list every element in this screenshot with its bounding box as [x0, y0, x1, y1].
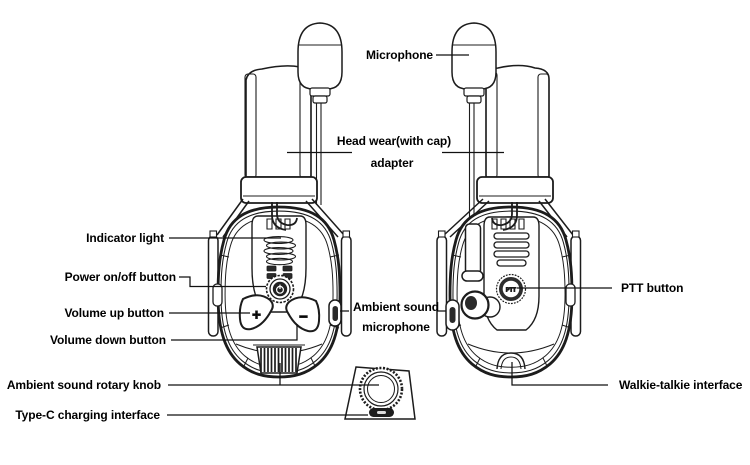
headband-rod-right	[340, 235, 352, 337]
power-button	[265, 274, 295, 304]
right-headset: PTT	[436, 22, 582, 379]
type-c-label: Type-C charging interface	[15, 408, 160, 422]
speaker-grille-pills	[493, 232, 530, 267]
side-tab-right	[565, 283, 576, 307]
indicator-light-coil	[263, 236, 297, 266]
microphone-label: Microphone	[366, 48, 433, 62]
power-icon	[276, 284, 285, 294]
ambient-mic-left-cup	[328, 299, 342, 327]
volume-up-label: Volume up button	[65, 306, 165, 320]
mic-collar-2	[312, 95, 328, 104]
boom-foot	[461, 270, 484, 282]
mic-collar-1	[463, 87, 485, 97]
walkie-label: Walkie-talkie interface	[619, 378, 743, 392]
cup-rim-ticks	[219, 254, 340, 367]
headwear-adapter-right	[485, 64, 550, 178]
microphone-capsule-left	[297, 22, 343, 90]
hanger-hook-right	[491, 202, 518, 231]
head-adapter-label-1: Head wear(with cap)	[337, 134, 451, 148]
power-button-leader	[179, 276, 266, 288]
power-button-label: Power on/off button	[65, 270, 176, 284]
rod-cap-left	[437, 230, 446, 238]
ambient-mic-label-2: microphone	[362, 320, 430, 334]
ambient-rotary-knob	[253, 344, 305, 374]
volume-down-glyph: −	[299, 309, 308, 326]
mic-collar-1	[309, 87, 331, 97]
side-tab-left	[212, 283, 223, 307]
ptt-label: PTT button	[621, 281, 683, 295]
rod-cap-right	[342, 230, 351, 238]
ambient-mic-label-1: Ambient sound	[353, 300, 439, 314]
volume-down-label: Volume down button	[50, 333, 166, 347]
adapter-clamp-right	[476, 176, 554, 204]
walkie-leader	[511, 362, 608, 386]
volume-up-button: +	[238, 294, 274, 331]
ptt-glyph: PTT	[506, 287, 517, 293]
headband-rod-left	[436, 235, 448, 337]
rod-cap-right	[571, 230, 580, 238]
walkie-talkie-interface-recess	[496, 352, 526, 370]
mic-boom-stem	[468, 103, 475, 225]
adapter-clamp-left	[240, 176, 318, 204]
boom-pivot	[460, 290, 501, 320]
ambient-knob-label: Ambient sound rotary knob	[7, 378, 161, 392]
volume-up-glyph: +	[252, 307, 261, 324]
type-c-port	[369, 408, 394, 417]
rotary-knob-bottom	[358, 366, 404, 412]
head-adapter-label-2: adapter	[371, 156, 414, 170]
ptt-button: PTT	[495, 273, 527, 305]
bottom-view-detail	[344, 366, 416, 420]
hanger-hook-left	[271, 202, 298, 231]
ambient-knob-leader	[168, 363, 379, 386]
indicator-light-label: Indicator light	[86, 231, 164, 245]
mic-collar-2	[466, 95, 482, 104]
left-headset: + −	[207, 22, 352, 379]
rod-cap-left	[209, 230, 218, 238]
microphone-capsule-right	[451, 22, 497, 90]
boom-arm	[464, 223, 482, 275]
callouts: Microphone Head wear(with cap) adapter I…	[7, 48, 743, 422]
volume-down-leader	[171, 324, 298, 341]
ambient-mic-right-cup	[445, 299, 460, 331]
